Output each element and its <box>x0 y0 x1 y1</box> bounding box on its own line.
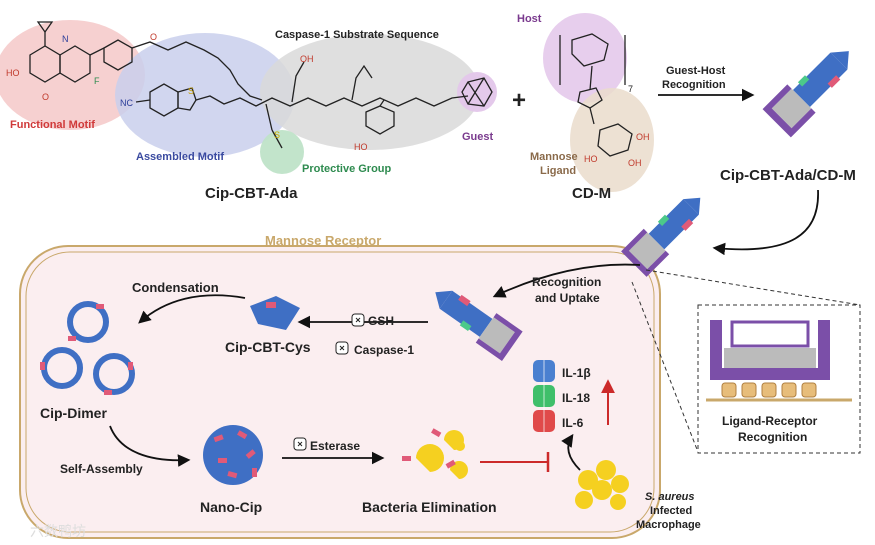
label-s-aureus: S. aureus <box>645 491 695 503</box>
host-blob <box>543 13 627 103</box>
plus-sign: + <box>512 87 526 114</box>
chem-o-1: O <box>42 92 49 102</box>
esterase-icon <box>293 437 307 451</box>
complex-rod-top <box>762 51 849 138</box>
macrophage-to-cytokine-arrow <box>561 433 581 471</box>
label-cip-cbt-cys: Cip-CBT-Cys <box>225 339 311 355</box>
label-self-assembly: Self-Assembly <box>60 462 143 476</box>
complex-rod-docked <box>621 197 701 277</box>
label-caspase: Caspase-1 <box>354 343 414 357</box>
label-host: Host <box>517 13 542 25</box>
chem-s-2: S <box>274 130 280 140</box>
caspase-icon <box>335 341 349 355</box>
label-recognition-1: Recognition <box>532 275 601 289</box>
label-mannose-1: Mannose <box>530 151 578 163</box>
label-cd-m: CD-M <box>572 185 611 202</box>
s-aureus-cluster <box>575 460 629 510</box>
chem-oh-1: OH <box>300 54 314 64</box>
label-functional-motif: Functional Motif <box>10 119 95 131</box>
cytokine-stack <box>533 360 555 432</box>
cd-m-skeleton <box>559 33 633 157</box>
cell-inner-membrane <box>25 251 655 533</box>
guest-blob <box>457 72 497 112</box>
nano-cip-tags <box>213 430 257 479</box>
chem-oh-2: OH <box>636 132 650 142</box>
label-cip-cbt-ada: Cip-CBT-Ada <box>205 185 298 202</box>
functional-motif-blob <box>0 20 145 130</box>
label-nano-cip: Nano-Cip <box>200 499 262 515</box>
label-guest-host-1: Guest-Host <box>666 65 726 77</box>
chem-s-1: S <box>188 86 194 96</box>
label-ligand-receptor-1: Ligand-Receptor <box>722 414 818 428</box>
label-macrophage: Macrophage <box>636 519 701 531</box>
chem-n-1: N <box>62 34 69 44</box>
substrate-blob <box>260 34 480 150</box>
label-ligand-receptor-2: Recognition <box>738 430 807 444</box>
gsh-icon <box>351 313 365 327</box>
label-substrate-sequence: Caspase-1 Substrate Sequence <box>275 29 439 41</box>
protective-group-blob <box>260 130 304 174</box>
chem-oh-3: OH <box>628 158 642 168</box>
zoom-inset-cd <box>710 320 830 380</box>
chem-ho: HO <box>6 68 20 78</box>
label-gsh: GSH <box>368 314 394 328</box>
label-recognition-2: and Uptake <box>535 291 600 305</box>
chem-ho-2: HO <box>354 142 368 152</box>
label-mannose-receptor: Mannose Receptor <box>265 233 381 248</box>
label-assembled-motif: Assembled Motif <box>136 151 224 163</box>
label-guest: Guest <box>462 131 494 143</box>
label-protective-group: Protective Group <box>302 163 392 175</box>
label-complex: Cip-CBT-Ada/CD-M <box>720 167 856 184</box>
label-il1b: IL-1β <box>562 366 591 380</box>
label-condensation: Condensation <box>132 280 219 295</box>
cip-cbt-cys-fragment <box>250 296 300 330</box>
label-il6: IL-6 <box>562 416 584 430</box>
chem-o-2: O <box>150 32 157 42</box>
cip-cbt-ada-skeleton <box>29 21 493 149</box>
assembled-motif-blob <box>115 33 295 157</box>
zoom-inset-receptors <box>721 382 817 398</box>
label-cip-dimer: Cip-Dimer <box>40 405 107 421</box>
zoom-line-2 <box>631 281 699 453</box>
label-guest-host-2: Recognition <box>662 79 726 91</box>
chem-seven: 7 <box>628 84 633 94</box>
watermark-text: 六数鸭坊 <box>30 523 86 539</box>
complex-rod-internal <box>435 290 523 361</box>
complex-to-cell-arrow <box>712 189 819 256</box>
chem-nc: NC <box>120 98 133 108</box>
label-infected: Infected <box>650 505 692 517</box>
label-mannose-2: Ligand <box>540 165 576 177</box>
zoom-line-1 <box>645 269 861 306</box>
chem-ho-3: HO <box>584 154 598 164</box>
self-assembly-arrow <box>109 425 191 467</box>
condensation-arrow <box>138 294 246 324</box>
chem-f: F <box>94 76 100 86</box>
chem-atoms: HO O O F N NC S S OH HO 7 OH OH HO <box>6 32 650 168</box>
label-bacteria-elimination: Bacteria Elimination <box>362 499 497 515</box>
label-il18: IL-18 <box>562 391 590 405</box>
bacteria-fragments <box>402 428 468 479</box>
cip-dimer-tags <box>40 304 133 395</box>
uptake-arrow <box>492 263 641 298</box>
label-esterase: Esterase <box>310 439 360 453</box>
